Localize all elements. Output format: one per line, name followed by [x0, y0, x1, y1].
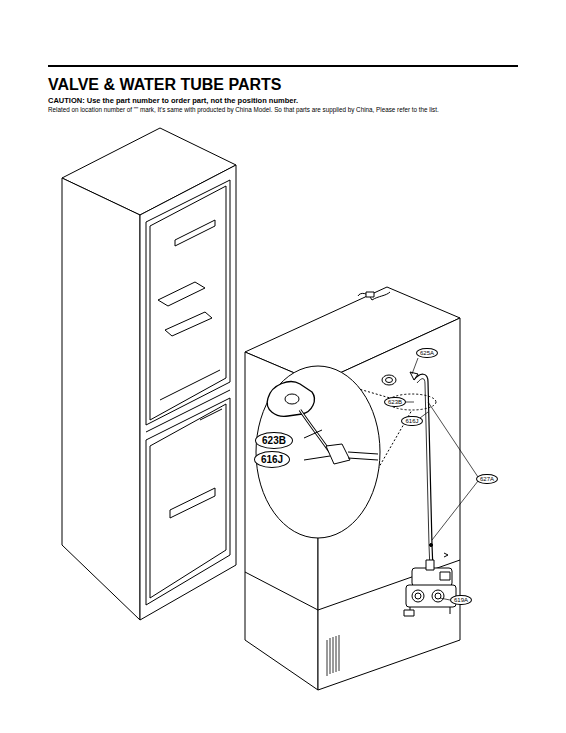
callout-number: 616J	[401, 416, 422, 427]
cabinet-rear	[245, 287, 460, 690]
callout-number: 623B	[255, 432, 293, 449]
callout-number: 627A	[476, 474, 498, 485]
water-valve	[404, 560, 456, 616]
callout-number: 616J	[254, 451, 290, 468]
leader-lines	[404, 358, 478, 600]
cabinet-front	[62, 128, 236, 620]
caution-note: CAUTION: Use the part number to order pa…	[48, 97, 298, 105]
header-rule	[48, 65, 518, 67]
supply-note: Related on location number of "" mark, I…	[48, 107, 439, 114]
page-title: VALVE & WATER TUBE PARTS	[48, 76, 281, 94]
callout-number: 619A	[450, 595, 472, 606]
